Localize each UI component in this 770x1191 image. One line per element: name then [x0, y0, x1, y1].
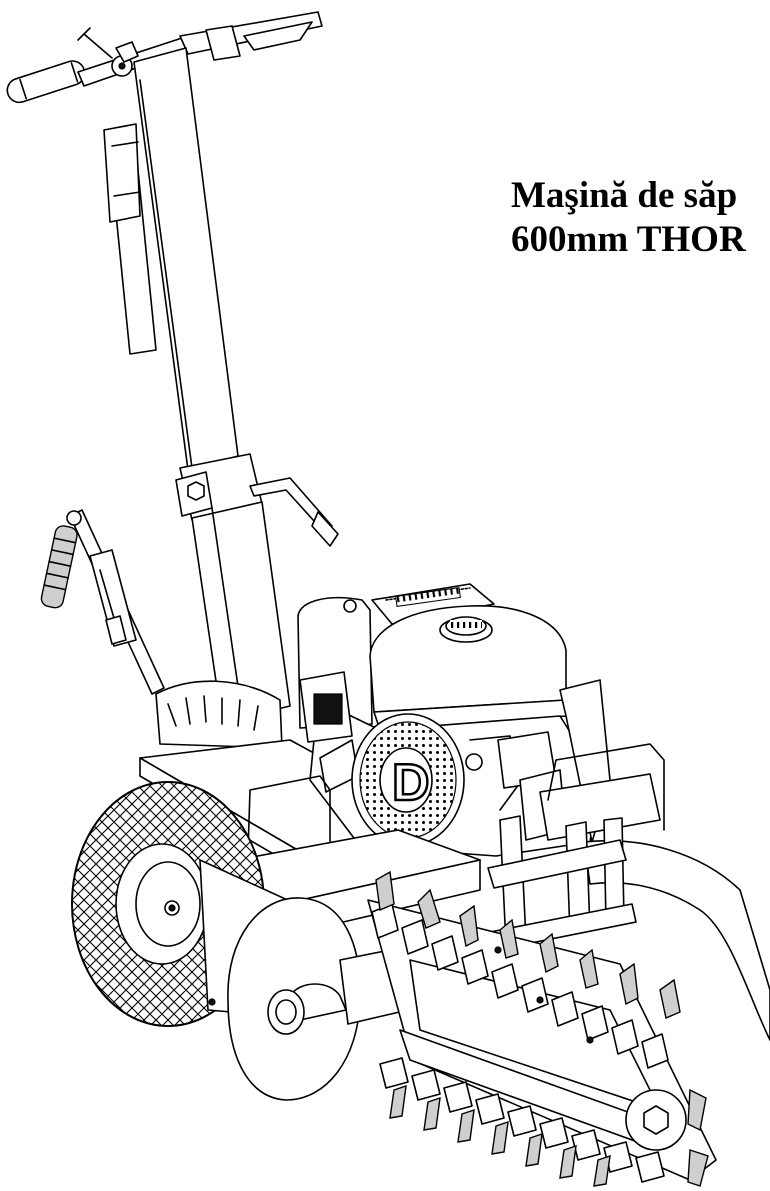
- engine: D: [298, 584, 610, 856]
- side-lever: [40, 510, 164, 694]
- document-title: Maşină de săp 600mm THOR: [511, 174, 746, 262]
- front-frame: [204, 744, 770, 1040]
- handle-column: [104, 48, 338, 722]
- title-line-2: 600mm THOR: [511, 219, 746, 260]
- chain-lower-run: [380, 1058, 664, 1182]
- handlebar-assembly: [4, 12, 322, 105]
- side-lever-grip: [40, 524, 79, 609]
- chain-teeth-lower: [390, 1086, 708, 1186]
- title-line-1: Maşină de săp: [511, 175, 738, 216]
- chain-teeth-upper: [376, 872, 680, 1018]
- depth-guide-plate: [200, 860, 408, 1100]
- chain-upper-run: [372, 904, 668, 1068]
- digging-chain-boom: [368, 872, 716, 1186]
- engine-brand-logo: D: [392, 754, 430, 812]
- left-handle-grip: [4, 58, 88, 106]
